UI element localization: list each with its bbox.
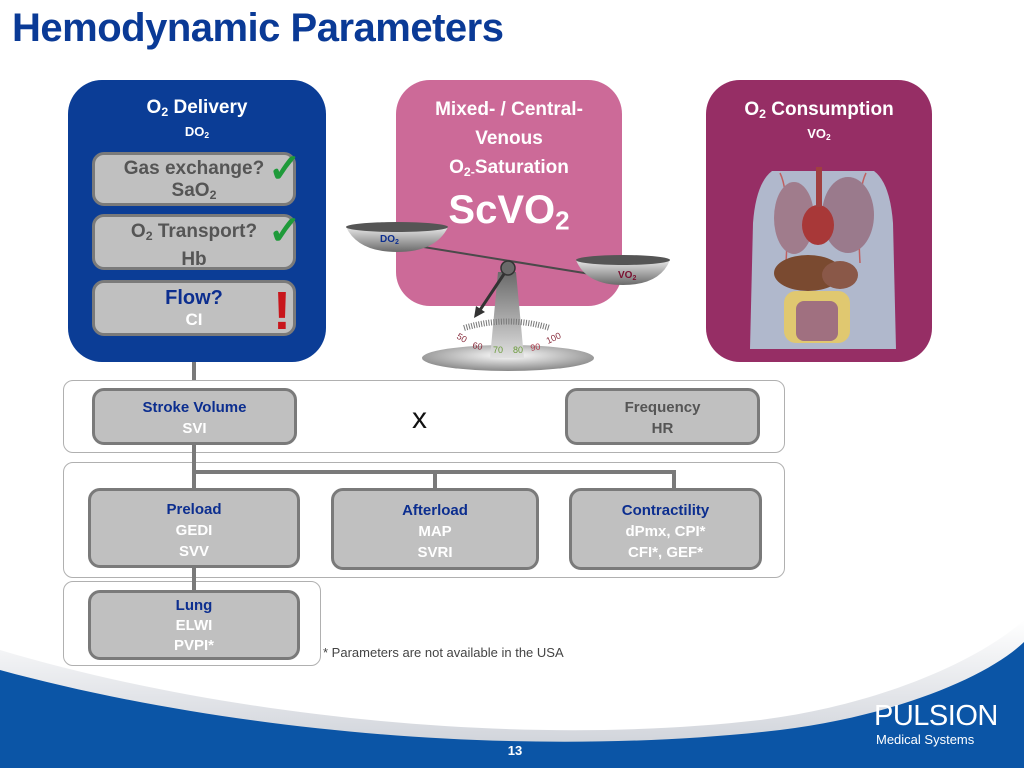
footer-wave <box>0 620 1024 768</box>
tick-label: 50 <box>455 331 469 345</box>
frequency-box: Frequency HR <box>565 388 760 445</box>
footnote: * Parameters are not available in the US… <box>323 645 564 660</box>
map-label: MAP <box>418 523 452 540</box>
svri-label: SVRI <box>417 544 453 561</box>
o2-delivery-title: O2 Delivery <box>146 97 248 120</box>
check-icon: ✓ <box>268 147 302 191</box>
tick-label: 80 <box>513 345 523 355</box>
connector-flow-sv <box>192 335 196 390</box>
aorta <box>816 167 822 207</box>
ci-label: CI <box>185 310 203 329</box>
anatomy-torso-image <box>750 167 896 349</box>
slide-title: Hemodynamic Parameters <box>12 6 504 50</box>
right-lung <box>822 177 874 253</box>
hr-label: HR <box>651 420 674 437</box>
do2-pan-label: DO2 <box>380 234 399 246</box>
afterload-box: Afterload MAP SVRI <box>331 488 539 570</box>
gedi-label: GEDI <box>175 522 213 539</box>
tick-label: 90 <box>530 341 542 353</box>
stroke-volume-box: Stroke Volume SVI <box>92 388 297 445</box>
tick-label: 100 <box>545 330 563 345</box>
contractility-label: Contractility <box>621 502 710 519</box>
preload-label: Preload <box>166 501 222 518</box>
balance-scale: DO2 VO2 50 60 70 80 90 100 <box>346 222 670 371</box>
stomach <box>822 261 858 289</box>
page-number: 13 <box>507 743 523 758</box>
right-pan-rim <box>576 255 670 265</box>
connector-sv-preload <box>192 445 196 493</box>
alert-icon: ! <box>273 281 291 341</box>
left-lung <box>774 182 814 254</box>
hb-label: Hb <box>181 249 207 271</box>
scale-needle <box>478 267 510 311</box>
svv-label: SVV <box>178 543 209 560</box>
gas-exchange-label: Gas exchange? <box>123 158 265 179</box>
sao2-label: SaO2 <box>171 180 217 203</box>
elwi-label: ELWI <box>175 617 213 634</box>
brand-logo: PULSION <box>874 700 998 732</box>
lung-box: Lung ELWI PVPI* <box>88 590 300 660</box>
afterload-label: Afterload <box>402 502 468 519</box>
connector-afterload-top <box>433 470 437 492</box>
check-icon: ✓ <box>268 209 302 253</box>
left-pan-rim <box>346 222 448 232</box>
frequency-label: Frequency <box>624 399 701 416</box>
tick-label: 70 <box>493 345 503 355</box>
o2-transport-box: O2 Transport? Hb <box>92 214 296 270</box>
tick-label: 60 <box>472 340 484 352</box>
o2-delivery-abbr: DO2 <box>184 124 210 141</box>
preload-box: Preload GEDI SVV <box>88 488 300 568</box>
connector-contractility-top <box>672 470 676 492</box>
multiply-operator: x <box>412 402 427 435</box>
saturation-line3: O2-Saturation <box>449 157 569 180</box>
gas-exchange-box: Gas exchange? SaO2 <box>92 152 296 206</box>
o2-consumption-abbr: VO2 <box>807 126 831 143</box>
stroke-volume-label: Stroke Volume <box>142 399 247 416</box>
connector-preload-lung <box>192 568 196 592</box>
flow-box: Flow? CI <box>92 280 296 336</box>
svi-label: SVI <box>182 420 207 437</box>
heart <box>802 205 834 245</box>
left-pan <box>346 227 448 252</box>
brand-tagline: Medical Systems <box>876 732 975 747</box>
small-intestine <box>796 301 838 341</box>
pvpi-label: PVPI* <box>173 637 215 654</box>
scale-pivot <box>500 260 516 276</box>
o2-transport-label: O2 Transport? <box>130 221 258 244</box>
scale-post <box>490 272 524 358</box>
needle-arrow-icon <box>474 306 485 318</box>
dpmx-cpi-label: dPmx, CPI* <box>625 523 706 540</box>
right-pan <box>576 260 670 285</box>
scvo2-label: ScVO2 <box>448 188 570 236</box>
o2-consumption-title: O2 Consumption <box>744 99 894 122</box>
contractility-box: Contractility dPmx, CPI* CFI*, GEF* <box>569 488 762 570</box>
flow-label: Flow? <box>165 287 223 309</box>
saturation-line2: Venous <box>475 128 543 149</box>
lung-label: Lung <box>175 597 213 614</box>
cfi-gef-label: CFI*, GEF* <box>627 544 703 561</box>
saturation-line1: Mixed- / Central- <box>435 99 583 120</box>
vo2-pan-label: VO2 <box>618 270 636 282</box>
